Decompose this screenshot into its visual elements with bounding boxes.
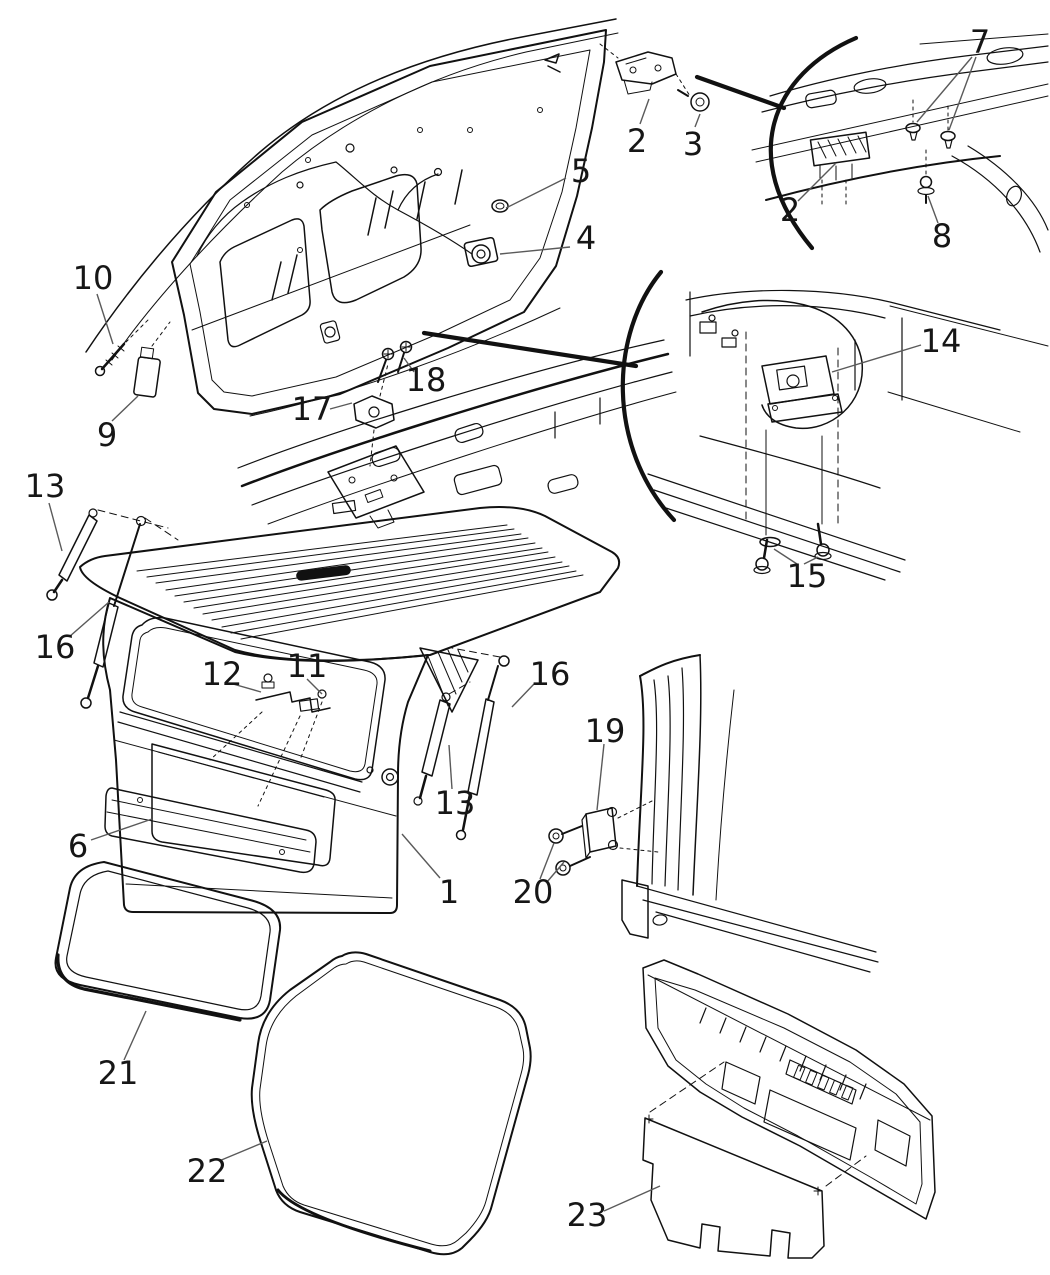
license-glyphs xyxy=(786,1060,856,1104)
callout-13-left[interactable]: 13 xyxy=(25,467,66,505)
striker-loop-17 xyxy=(354,364,394,466)
panel-access-opening xyxy=(320,175,421,303)
callout-10[interactable]: 10 xyxy=(73,259,114,297)
callout-3[interactable]: 3 xyxy=(683,125,703,163)
screws-18 xyxy=(378,342,412,383)
view-trim-panel xyxy=(643,960,935,1258)
inner-window-left xyxy=(722,1062,760,1104)
spoiler xyxy=(80,501,619,712)
latch-assembly-4 xyxy=(464,237,498,267)
stop-lamp-slot xyxy=(296,565,351,581)
detail-circle-arc xyxy=(623,272,674,520)
vent-slots xyxy=(272,170,462,300)
screw-10 xyxy=(96,320,149,376)
lock-cylinder xyxy=(320,320,341,343)
callout-6[interactable]: 6 xyxy=(68,827,88,865)
wiring-loop xyxy=(702,300,862,428)
inner-vent-slots xyxy=(700,1008,866,1099)
hinge-pin-3 xyxy=(678,90,709,111)
striker-plate-17 xyxy=(328,446,424,528)
callout-16-right[interactable]: 16 xyxy=(530,655,571,693)
callout-2-hinge[interactable]: 2 xyxy=(627,122,647,160)
small-fasteners xyxy=(245,108,543,253)
callout-9[interactable]: 9 xyxy=(97,416,117,454)
trim-panel-23 xyxy=(643,1062,866,1258)
callout-20[interactable]: 20 xyxy=(513,873,554,911)
view-liftgate-exterior xyxy=(47,501,619,913)
inner-recess xyxy=(764,1090,856,1160)
gas-prop-16-left xyxy=(81,517,178,709)
bolts-15 xyxy=(754,524,831,574)
opening-weatherstrip-22 xyxy=(252,952,531,1254)
callout-2-module[interactable]: 2 xyxy=(780,191,800,229)
screws-20 xyxy=(549,826,590,875)
callout-19[interactable]: 19 xyxy=(585,712,626,750)
license-brackets-11-12 xyxy=(210,674,330,806)
inner-window-right xyxy=(875,1120,910,1166)
gas-prop-16-right xyxy=(452,648,509,840)
wiper-pivot xyxy=(367,767,398,785)
callout-8[interactable]: 8 xyxy=(932,217,952,255)
view-pillar-striker xyxy=(549,655,878,972)
gas-prop-13-right xyxy=(414,682,470,805)
striker-19 xyxy=(582,800,658,858)
callout-7[interactable]: 7 xyxy=(970,23,990,61)
callout-15[interactable]: 15 xyxy=(787,557,828,595)
grommet-5 xyxy=(492,200,508,212)
leader-lines xyxy=(49,57,976,1211)
glass-weatherstrip-21 xyxy=(56,862,281,1020)
callout-17[interactable]: 17 xyxy=(292,390,333,428)
callout-12[interactable]: 12 xyxy=(202,655,243,693)
wiring-harness xyxy=(197,144,472,256)
module-2 xyxy=(810,132,869,208)
license-recess xyxy=(152,744,335,866)
callout-14[interactable]: 14 xyxy=(921,322,962,360)
rear-window-opening xyxy=(123,618,385,780)
callout-1[interactable]: 1 xyxy=(439,873,459,911)
callout-5[interactable]: 5 xyxy=(571,152,591,190)
panel-crease xyxy=(192,225,470,330)
callout-4[interactable]: 4 xyxy=(576,219,596,257)
detail-circle-arc xyxy=(771,38,856,248)
screw-8 xyxy=(918,150,934,203)
callout-22[interactable]: 22 xyxy=(187,1152,228,1190)
window-opening-left xyxy=(220,219,310,347)
clips-7 xyxy=(906,100,955,148)
callout-11[interactable]: 11 xyxy=(287,647,328,685)
callout-16-left[interactable]: 16 xyxy=(35,628,76,666)
hinge-cutout-mark xyxy=(545,54,560,72)
spoiler-hatch xyxy=(137,525,583,639)
view-liftgate-inner-panel xyxy=(86,19,618,416)
license-molding-6 xyxy=(105,788,316,872)
callout-21[interactable]: 21 xyxy=(98,1054,139,1092)
liftgate-panel-1 xyxy=(103,598,428,913)
hinge-assembly-2 xyxy=(600,44,690,96)
callouts: 2 3 5 4 7 2 8 10 9 17 18 14 15 13 16 12 … xyxy=(25,23,991,1234)
latch-module-14 xyxy=(762,356,842,422)
bumper-stops xyxy=(371,398,600,496)
sensor-9 xyxy=(133,322,170,397)
detail-view-latch-module xyxy=(623,272,1048,580)
view-floor-striker xyxy=(238,340,676,528)
grommet-5-inner xyxy=(496,203,504,209)
callout-13-right[interactable]: 13 xyxy=(435,784,476,822)
detail-view-hinge-clips xyxy=(752,34,1048,252)
panel-lower-line xyxy=(250,308,560,416)
gas-prop-13-left xyxy=(47,509,168,600)
callout-23[interactable]: 23 xyxy=(567,1196,608,1234)
spoiler-end-fin xyxy=(420,648,478,712)
detail-connector-lines xyxy=(424,77,784,366)
callout-18[interactable]: 18 xyxy=(406,361,447,399)
